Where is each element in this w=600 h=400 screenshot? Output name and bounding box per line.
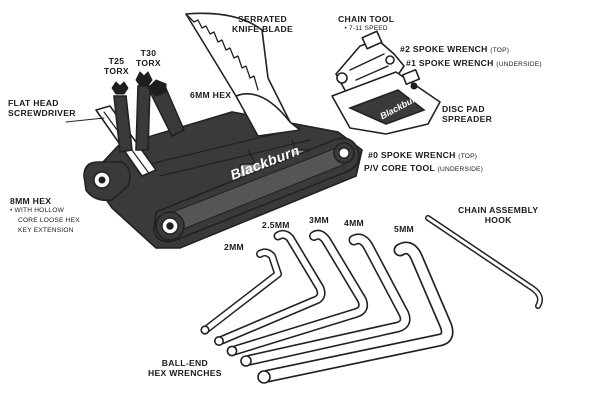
hex-wrench-5mm <box>257 241 454 384</box>
label-spoke-wrench-0: #0 SPOKE WRENCH (TOP) <box>368 150 477 162</box>
label-chain-tool: CHAIN TOOL • 7-11 SPEED <box>338 14 394 34</box>
label-disc-pad-line-2: SPREADER <box>442 114 493 124</box>
label-2mm: 2MM <box>224 242 244 252</box>
label-flat-head-screwdriver: FLAT HEAD SCREWDRIVER <box>8 98 76 118</box>
label-t30-line-2: TORX <box>136 58 161 68</box>
hex-wrench-4mm <box>240 233 411 367</box>
label-chain-tool-note: • 7-11 SPEED <box>344 25 388 32</box>
multitool-body <box>83 111 363 249</box>
hex-wrench-2-5mm <box>214 229 326 346</box>
label-5mm: 5MM <box>394 224 414 234</box>
label-hook-line-1: CHAIN ASSEMBLY <box>458 205 539 215</box>
label-t25-torx: T25 TORX <box>104 56 129 76</box>
label-hook-line-2: HOOK <box>484 215 512 225</box>
label-3mm-text: 3MM <box>309 215 329 225</box>
chain-assembly-hook <box>425 215 543 309</box>
label-t30-line-1: T30 <box>140 48 157 58</box>
hex-6mm <box>147 79 186 138</box>
label-spoke-wrench-2: #2 SPOKE WRENCH (TOP) <box>400 44 509 56</box>
label-chain-tool-title: CHAIN TOOL <box>338 14 395 24</box>
label-8mm-hex-note-1: • WITH HOLLOW <box>10 207 64 214</box>
label-2-5mm-text: 2.5MM <box>262 220 290 230</box>
label-t25-line-1: T25 <box>108 56 125 66</box>
label-ball-end-hex-wrenches: BALL-END HEX WRENCHES <box>148 358 222 378</box>
label-spoke-wrench-0-note: (TOP) <box>458 153 478 160</box>
label-flathead-line-2: SCREWDRIVER <box>8 108 76 118</box>
label-4mm: 4MM <box>344 218 364 228</box>
leader-lines <box>65 117 105 123</box>
label-spoke-wrench-1-title: #1 SPOKE WRENCH <box>406 58 494 68</box>
label-4mm-text: 4MM <box>344 218 364 228</box>
label-t25-line-2: TORX <box>104 66 129 76</box>
label-serrated-line-1: SERRATED <box>238 14 288 24</box>
hex-wrench-3mm <box>226 229 369 357</box>
label-5mm-text: 5MM <box>394 224 414 234</box>
disc-pad-spreader <box>331 68 441 135</box>
label-spoke-wrench-2-title: #2 SPOKE WRENCH <box>400 44 488 54</box>
knife-handle <box>235 93 301 137</box>
label-pv-core-tool: P/V CORE TOOL (UNDERSIDE) <box>364 163 483 175</box>
label-ball-end-line-1: BALL-END <box>161 358 209 368</box>
label-3mm: 3MM <box>309 215 329 225</box>
label-2mm-text: 2MM <box>224 242 244 252</box>
label-chain-assembly-hook: CHAIN ASSEMBLY HOOK <box>458 205 538 225</box>
label-spoke-wrench-0-title: #0 SPOKE WRENCH <box>368 150 456 160</box>
torx-t25 <box>111 81 133 153</box>
label-2-5mm: 2.5MM <box>262 220 290 230</box>
label-8mm-hex-title: 8MM HEX <box>10 196 52 206</box>
label-flathead-line-1: FLAT HEAD <box>8 98 59 108</box>
label-t30-torx: T30 TORX <box>136 48 161 68</box>
label-disc-pad-spreader: DISC PAD SPREADER <box>442 104 492 124</box>
label-pv-core-title: P/V CORE TOOL <box>364 163 435 173</box>
label-spoke-wrench-1-note: (UNDERSIDE) <box>496 61 542 68</box>
label-spoke-wrench-2-note: (TOP) <box>490 47 510 54</box>
label-6mm-hex-text: 6MM HEX <box>190 90 232 100</box>
label-8mm-hex: 8MM HEX • WITH HOLLOW CORE LOOSE HEX KEY… <box>10 196 80 236</box>
torx-t30 <box>135 71 153 151</box>
label-serrated-knife-blade: SERRATED KNIFE BLADE <box>232 14 293 34</box>
label-8mm-hex-note-2: CORE LOOSE HEX <box>18 217 80 224</box>
label-spoke-wrench-1: #1 SPOKE WRENCH (UNDERSIDE) <box>406 58 542 70</box>
label-ball-end-line-2: HEX WRENCHES <box>148 368 222 378</box>
label-pv-core-note: (UNDERSIDE) <box>437 166 484 173</box>
label-serrated-line-2: KNIFE BLADE <box>232 24 294 34</box>
label-disc-pad-line-1: DISC PAD <box>442 104 485 114</box>
hex-wrench-2mm <box>200 248 282 335</box>
label-6mm-hex: 6MM HEX <box>190 90 231 100</box>
label-8mm-hex-note-3: KEY EXTENSION <box>18 227 74 234</box>
